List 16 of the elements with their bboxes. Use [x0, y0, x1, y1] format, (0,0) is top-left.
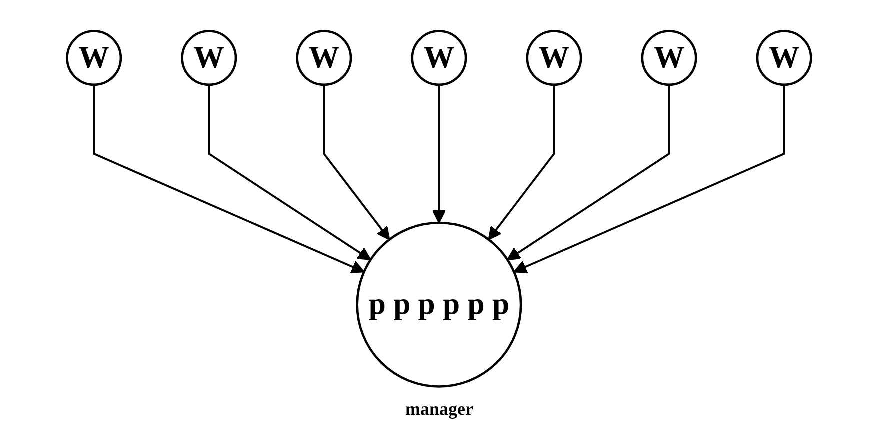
arrow — [488, 84, 556, 240]
circle-node: p p p p p p — [356, 221, 522, 388]
circle-node: W — [66, 30, 122, 86]
arrow — [323, 84, 390, 240]
circle-node: W — [412, 30, 468, 86]
circle-node: W — [296, 30, 352, 86]
circle-node: W — [181, 30, 238, 86]
arrow — [507, 84, 671, 260]
circle-node: W — [642, 30, 698, 86]
node-caption: manager — [406, 398, 474, 420]
arrow — [93, 84, 366, 273]
circle-node: W — [756, 30, 813, 86]
arrow — [208, 84, 372, 260]
circle-node: W — [526, 30, 583, 86]
arrow — [514, 84, 786, 273]
arrow — [432, 84, 446, 224]
